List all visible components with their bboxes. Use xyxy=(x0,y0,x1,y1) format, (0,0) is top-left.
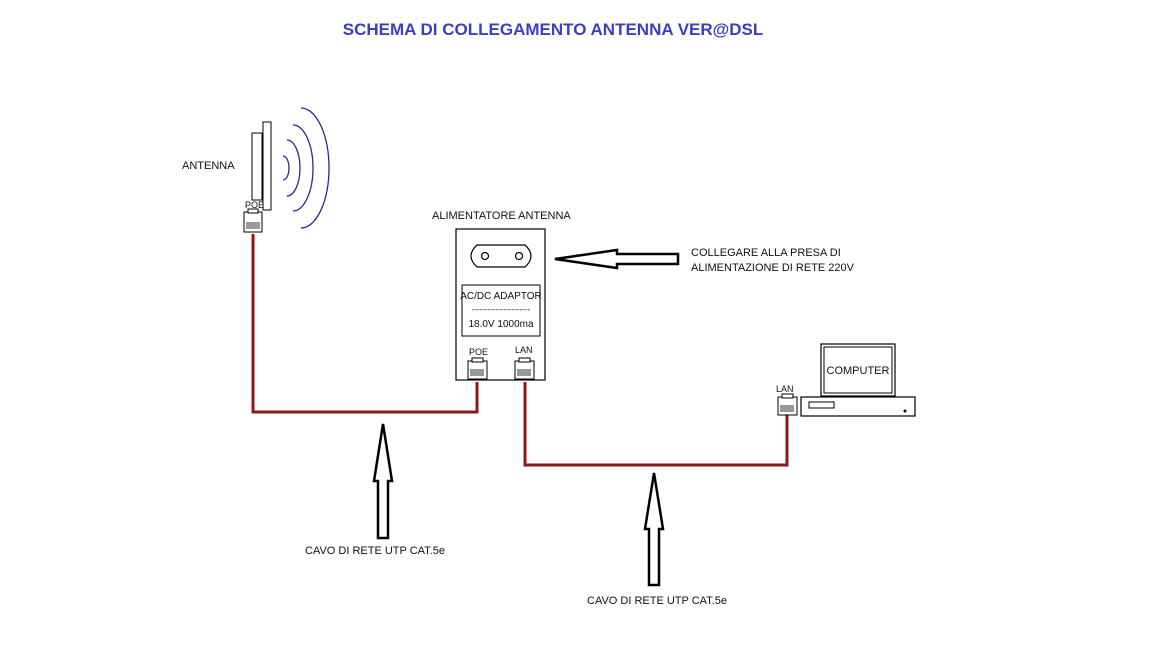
power-note-line1: COLLEGARE ALLA PRESA DI xyxy=(691,247,841,259)
signal-wave-2 xyxy=(286,139,301,197)
antenna-port-label: POE xyxy=(245,200,264,210)
cable-antenna-to-adapter xyxy=(251,234,479,414)
adapter-spec-separator: ---------------------- xyxy=(472,305,531,314)
computer-base-unit-icon xyxy=(800,396,916,417)
adapter-lan-port-icon xyxy=(514,357,535,380)
power-note-line2: ALIMENTAZIONE DI RETE 220V xyxy=(691,262,855,274)
signal-wave-1 xyxy=(282,155,290,181)
arrow-up-icon-left xyxy=(372,423,394,540)
diagram-title: SCHEMA DI COLLEGAMENTO ANTENNA VER@DSL xyxy=(343,20,764,39)
cable-label-left: CAVO DI RETE UTP CAT.5e xyxy=(305,545,445,557)
adapter-poe-label: POE xyxy=(469,347,488,357)
adapter-poe-port-icon xyxy=(467,357,488,380)
computer-rj45-port-icon xyxy=(777,393,798,416)
adapter-label-plate xyxy=(461,284,541,337)
computer-port-label: LAN xyxy=(776,384,794,394)
antenna: ANTENNA POE xyxy=(182,107,330,233)
arrow-left-icon xyxy=(554,248,680,270)
adapter-spec-line1: AC/DC ADAPTOR xyxy=(460,291,542,302)
adapter-title: ALIMENTATORE ANTENNA xyxy=(432,210,571,222)
cable-adapter-to-computer xyxy=(523,382,789,467)
antenna-back-panel xyxy=(251,132,263,201)
adapter-lan-label: LAN xyxy=(515,345,533,355)
antenna-rj45-port-icon xyxy=(243,208,263,233)
cable-label-right: CAVO DI RETE UTP CAT.5e xyxy=(587,595,727,607)
power-adapter: ALIMENTATORE ANTENNA AC/DC ADAPTOR -----… xyxy=(432,210,571,381)
computer: COMPUTER LAN xyxy=(776,343,916,417)
computer-monitor-icon xyxy=(820,343,896,397)
signal-waves-icon xyxy=(282,107,330,229)
computer-label: COMPUTER xyxy=(827,365,890,377)
adapter-spec-line2: 18.0V 1000ma xyxy=(468,319,533,330)
arrow-up-icon-right xyxy=(643,472,665,587)
antenna-label: ANTENNA xyxy=(182,160,235,172)
signal-wave-4 xyxy=(300,107,330,229)
antenna-front-panel xyxy=(262,121,272,211)
signal-wave-3 xyxy=(292,124,314,212)
power-socket-icon xyxy=(470,244,532,268)
